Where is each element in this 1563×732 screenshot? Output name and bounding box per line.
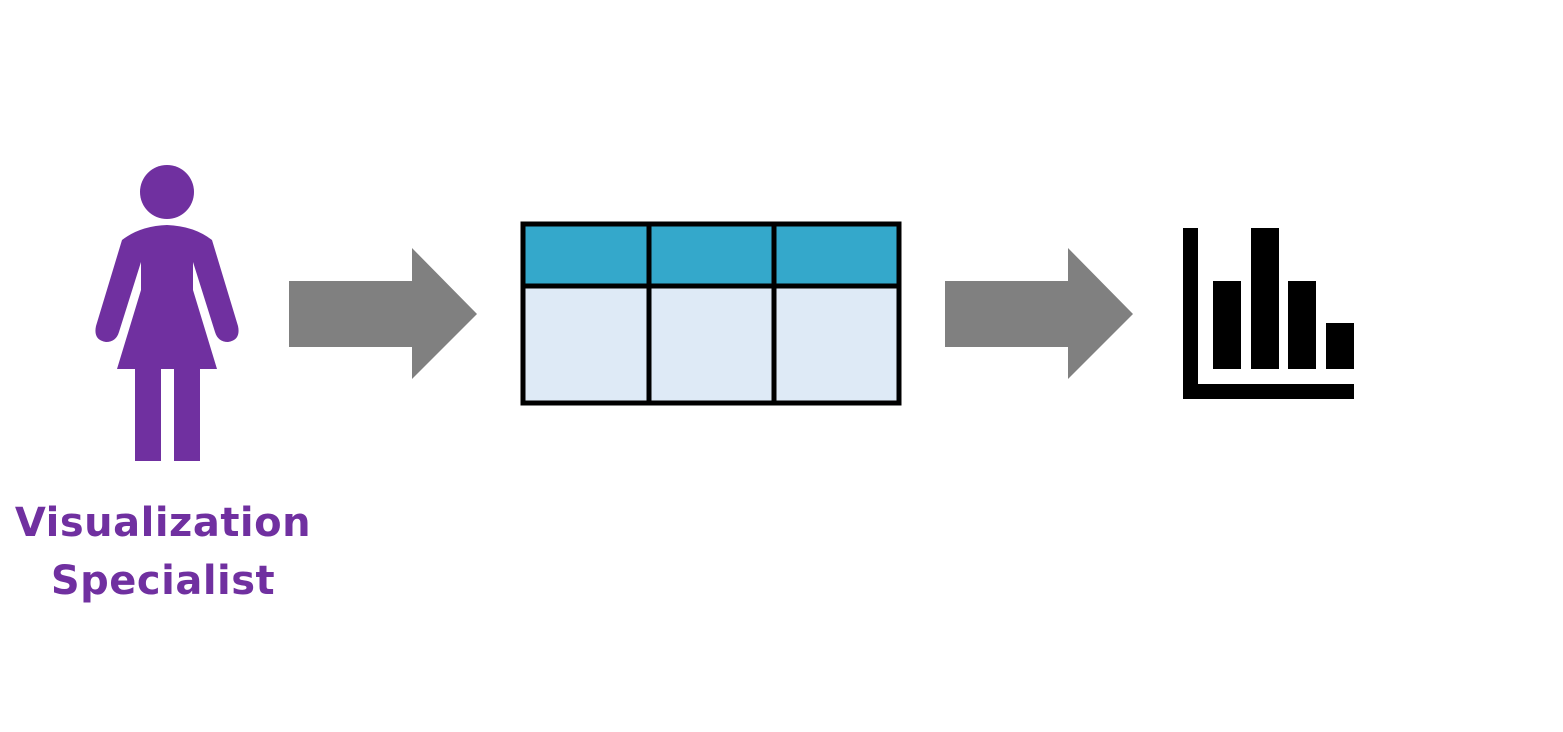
woman-icon <box>95 165 239 461</box>
bar-chart-icon <box>1183 228 1354 399</box>
role-label: Visualization Specialist <box>0 494 326 610</box>
table-icon <box>520 221 902 406</box>
role-label-line1: Visualization <box>14 500 312 546</box>
arrow-right-icon <box>945 248 1133 379</box>
role-label-line2: Specialist <box>50 558 276 604</box>
arrow-right-icon <box>289 248 477 379</box>
